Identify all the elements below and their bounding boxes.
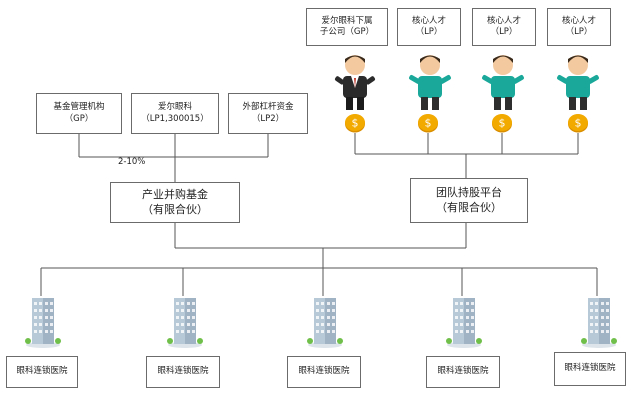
gp-subsidiary-box: 爱尔眼科下属 子公司（GP） <box>306 8 388 46</box>
hospital-box-2: 眼科连锁医院 <box>146 356 220 388</box>
aier-ophthalmology-box: 爱尔眼科 （LP1,300015） <box>131 93 219 134</box>
hospital-box-5: 眼科连锁医院 <box>554 352 626 386</box>
svg-text:$: $ <box>499 117 506 130</box>
aier-line2: （LP1,300015） <box>141 113 209 124</box>
talent-person-icon-1 <box>409 55 451 110</box>
team-platform-box: 团队持股平台 （有限合伙） <box>410 178 528 223</box>
core-talent-box-3: 核心人才 （LP） <box>547 8 611 46</box>
hospital-label: 眼科连锁医院 <box>16 366 68 377</box>
core-talent-2-line1: 核心人才 <box>486 15 521 26</box>
hospital-box-3: 眼科连锁医院 <box>287 356 361 388</box>
external-leverage-box: 外部杠杆资金 （LP2） <box>228 93 308 134</box>
dollar-coin-icon: $ <box>568 114 588 133</box>
core-talent-box-2: 核心人才 （LP） <box>472 8 536 46</box>
fund-manager-line1: 基金管理机构 <box>53 102 105 113</box>
core-talent-1-line2: （LP） <box>415 27 443 37</box>
core-talent-2-line2: （LP） <box>490 27 518 37</box>
industry-fund-line1: 产业并购基金 <box>142 187 208 201</box>
core-talent-box-1: 核心人才 （LP） <box>397 8 461 46</box>
hospital-label: 眼科连锁医院 <box>437 366 489 377</box>
industry-fund-line2: （有限合伙） <box>142 202 208 216</box>
office-building-icon <box>167 298 203 348</box>
hospital-box-4: 眼科连锁医院 <box>426 356 500 388</box>
office-building-icon <box>581 298 617 348</box>
core-talent-3-line2: （LP） <box>565 27 593 37</box>
dollar-coin-icon: $ <box>492 114 512 133</box>
svg-text:$: $ <box>425 117 432 130</box>
hospital-label: 眼科连锁医院 <box>298 366 350 377</box>
team-platform-line2: （有限合伙） <box>436 200 502 214</box>
office-building-icon <box>25 298 61 348</box>
fund-manager-line2: （GP） <box>64 113 94 124</box>
hospital-box-1: 眼科连锁医院 <box>6 356 78 388</box>
dollar-coin-icon: $ <box>418 114 438 133</box>
industry-fund-box: 产业并购基金 （有限合伙） <box>110 182 240 223</box>
aier-line1: 爱尔眼科 <box>157 102 192 113</box>
svg-text:$: $ <box>352 117 359 130</box>
core-talent-3-line1: 核心人才 <box>561 15 596 26</box>
svg-text:$: $ <box>575 117 582 130</box>
talent-person-icon-2 <box>482 55 524 110</box>
external-line2: （LP2） <box>251 113 285 124</box>
gp-subsidiary-line1: 爱尔眼科下属 <box>321 15 373 26</box>
team-platform-line1: 团队持股平台 <box>436 185 502 199</box>
talent-person-icon-3 <box>557 55 599 110</box>
dollar-coin-icon: $ <box>345 114 365 133</box>
gp-subsidiary-line2: 子公司（GP） <box>319 27 375 37</box>
office-building-icon <box>307 298 343 348</box>
office-building-icon <box>446 298 482 348</box>
core-talent-1-line1: 核心人才 <box>411 15 446 26</box>
external-line1: 外部杠杆资金 <box>242 102 294 113</box>
fund-manager-box: 基金管理机构 （GP） <box>36 93 122 134</box>
hospital-label: 眼科连锁医院 <box>564 363 616 374</box>
businessman-icon <box>334 55 376 110</box>
percent-label: 2-10% <box>118 157 146 167</box>
hospital-label: 眼科连锁医院 <box>157 366 209 377</box>
